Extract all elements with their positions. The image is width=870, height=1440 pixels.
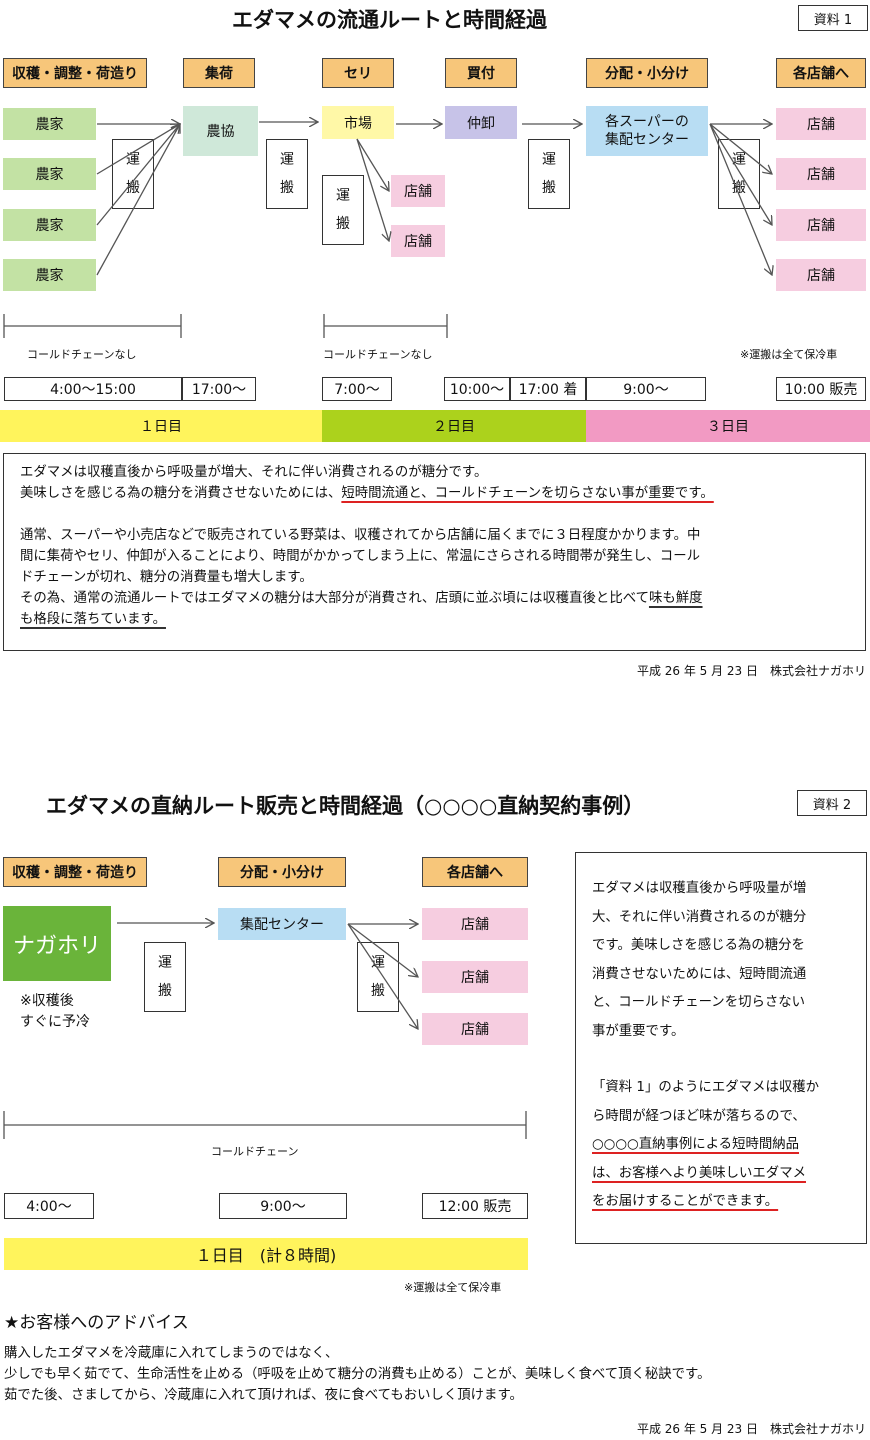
transport-box: 運搬 [528, 139, 570, 209]
day-1-bar: １日目 [0, 410, 322, 442]
store-node: 店舗 [776, 259, 866, 291]
time-box: 4:00〜15:00 [4, 377, 182, 401]
time-box: 10:00〜 [444, 377, 510, 401]
stage-to-stores: 各店舗へ [422, 857, 528, 887]
time-box: 10:00 販売 [776, 377, 866, 401]
transport-box: 運搬 [266, 139, 308, 209]
store-node: 店舗 [391, 175, 445, 207]
transport-box: 運搬 [718, 139, 760, 209]
refrigerated-note: ※運搬は全て保冷車 [404, 1281, 502, 1294]
nokyo-node: 農協 [183, 106, 258, 156]
precool-note: ※収穫後 すぐに予冷 [20, 993, 90, 1030]
farmer-node: 農家 [3, 158, 96, 190]
doc1-title: エダマメの流通ルートと時間経過 [232, 8, 547, 32]
stage-auction: セリ [322, 58, 394, 88]
store-node: 店舗 [776, 158, 866, 190]
stage-distribution: 分配・小分け [586, 58, 708, 88]
transport-box: 運搬 [357, 942, 399, 1012]
store-node: 店舗 [422, 908, 528, 940]
store-node: 店舗 [391, 225, 445, 257]
cold-chain-label: コールドチェーン [211, 1145, 299, 1158]
doc2-explanation: エダマメは収穫直後から呼吸量が増 大、それに伴い消費されるのが糖分 です。美味し… [575, 852, 867, 1244]
time-box: 17:00〜 [182, 377, 256, 401]
transport-box: 運搬 [322, 175, 364, 245]
day-1-bar: １日目 (計８時間) [4, 1238, 528, 1270]
distribution-center-node: 集配センター [218, 908, 346, 940]
store-node: 店舗 [776, 108, 866, 140]
farmer-node: 農家 [3, 259, 96, 291]
market-node: 市場 [322, 106, 394, 139]
no-cold-chain-label: コールドチェーンなし [27, 348, 137, 361]
stage-harvest: 収穫・調整・荷造り [3, 58, 147, 88]
doc2-footer: 平成 26 年 5 月 23 日 株式会社ナガホリ [636, 1422, 866, 1436]
stage-purchase: 買付 [445, 58, 517, 88]
store-node: 店舗 [422, 1013, 528, 1045]
nakaoroshi-node: 仲卸 [445, 106, 517, 139]
no-cold-chain-label: コールドチェーンなし [323, 348, 433, 361]
advice-title: ★お客様へのアドバイス [4, 1313, 189, 1333]
doc1-footer: 平成 26 年 5 月 23 日 株式会社ナガホリ [636, 664, 866, 678]
advice-text: 購入したエダマメを冷蔵庫に入れてしまうのではなく、 少しでも早く茹でて、生命活性… [4, 1346, 711, 1403]
day-3-bar: ３日目 [586, 410, 870, 442]
farmer-node: 農家 [3, 108, 96, 140]
nagahori-node: ナガホリ [3, 906, 111, 981]
refrigerated-note: ※運搬は全て保冷車 [740, 348, 838, 361]
store-node: 店舗 [776, 209, 866, 241]
time-box: 4:00〜 [4, 1193, 94, 1219]
stage-collection: 集荷 [183, 58, 255, 88]
doc2-tag: 資料 2 [797, 790, 867, 816]
doc2-title: エダマメの直納ルート販売と時間経過（○○○○直納契約事例） [46, 794, 645, 818]
stage-distribution: 分配・小分け [218, 857, 346, 887]
day-2-bar: ２日目 [322, 410, 586, 442]
store-node: 店舗 [422, 961, 528, 993]
transport-box: 運搬 [144, 942, 186, 1012]
stage-to-stores: 各店舗へ [776, 58, 866, 88]
time-box: 12:00 販売 [422, 1193, 528, 1219]
doc1-explanation: エダマメは収穫直後から呼吸量が増大、それに伴い消費されるのが糖分です。 美味しさ… [3, 453, 866, 651]
time-box: 9:00〜 [586, 377, 706, 401]
farmer-node: 農家 [3, 209, 96, 241]
time-box: 9:00〜 [219, 1193, 347, 1219]
doc1-tag: 資料 1 [798, 5, 868, 31]
time-box: 17:00 着 [510, 377, 586, 401]
time-box: 7:00〜 [322, 377, 392, 401]
distribution-center-node: 各スーパーの 集配センター [586, 106, 708, 156]
stage-harvest: 収穫・調整・荷造り [3, 857, 147, 887]
doc1-arrows [3, 0, 870, 338]
